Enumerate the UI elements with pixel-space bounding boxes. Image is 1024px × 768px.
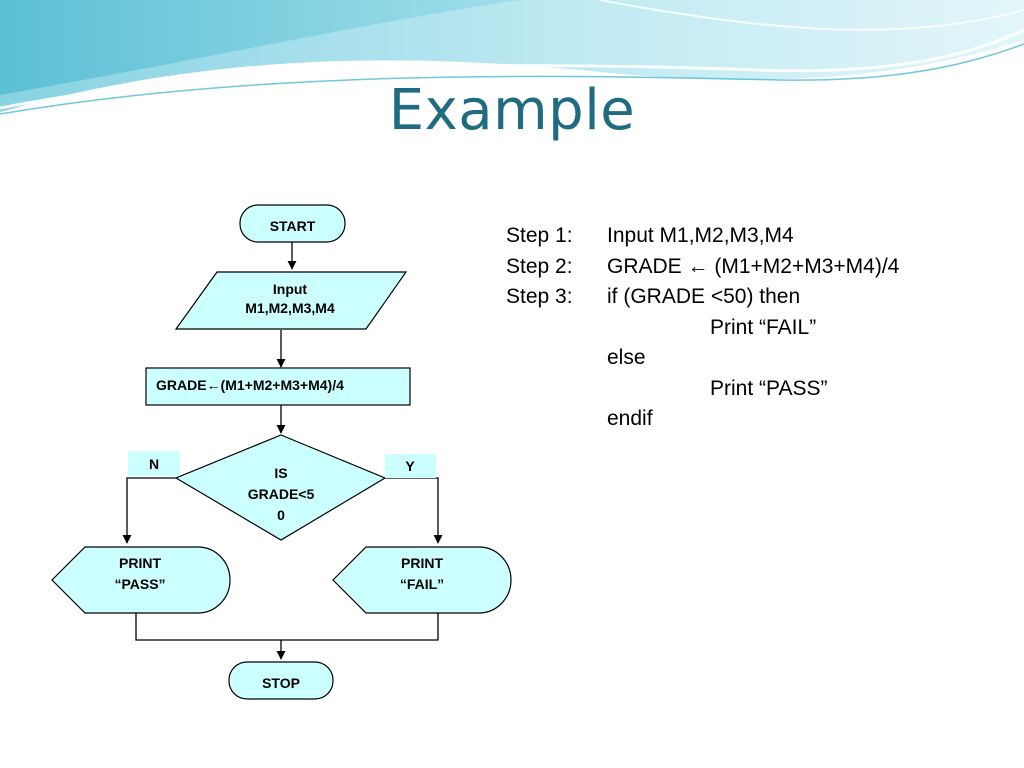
print-fail-shape: PRINT “FAIL” bbox=[332, 546, 512, 614]
no-label: N bbox=[149, 456, 159, 472]
step-1-label: Step 1: bbox=[506, 224, 573, 247]
connector-decision-no bbox=[122, 477, 176, 544]
yes-branch-label: Y bbox=[385, 454, 436, 478]
print-fail-line2: “FAIL” bbox=[400, 576, 444, 592]
print-pass-shape: PRINT “PASS” bbox=[51, 546, 231, 614]
step-2-text: GRADE ← (M1+M2+M3+M4)/4 bbox=[607, 254, 900, 278]
process-box: GRADE←(M1+M2+M3+M4)/4 bbox=[145, 367, 411, 406]
decision-label-line1: IS bbox=[274, 465, 287, 481]
no-branch-label: N bbox=[128, 451, 180, 476]
start-label: START bbox=[270, 218, 316, 234]
step-3-text: if (GRADE <50) then bbox=[607, 285, 801, 308]
step-3-label: Step 3: bbox=[506, 285, 573, 308]
endif-text: endif bbox=[607, 407, 653, 430]
print-fail-text: Print “FAIL” bbox=[710, 315, 817, 339]
input-label-line2: M1,M2,M3,M4 bbox=[245, 300, 335, 316]
slide-title: Example bbox=[388, 78, 636, 143]
start-terminal: START bbox=[239, 204, 346, 243]
yes-label: Y bbox=[405, 458, 415, 474]
decision-label-line3: 0 bbox=[277, 507, 285, 523]
else-text: else bbox=[607, 346, 646, 369]
stop-label: STOP bbox=[262, 675, 300, 691]
step-2-label: Step 2: bbox=[506, 254, 573, 278]
process-label: GRADE←(M1+M2+M3+M4)/4 bbox=[156, 377, 344, 393]
input-label-line1: Input bbox=[273, 281, 308, 297]
decision-label-line2: GRADE<5 bbox=[248, 486, 315, 502]
step-1-text: Input M1,M2,M3,M4 bbox=[607, 224, 794, 247]
print-pass-text: Print “PASS” bbox=[710, 376, 828, 400]
connector-merge bbox=[135, 613, 439, 641]
print-fail-line1: PRINT bbox=[401, 555, 443, 571]
stop-terminal: STOP bbox=[228, 661, 334, 700]
print-pass-line1: PRINT bbox=[119, 555, 161, 571]
connector-decision-yes bbox=[385, 477, 443, 544]
print-pass-line2: “PASS” bbox=[114, 576, 165, 592]
decision-diamond: IS GRADE<5 0 bbox=[174, 434, 387, 541]
input-shape: Input M1,M2,M3,M4 bbox=[174, 271, 408, 330]
